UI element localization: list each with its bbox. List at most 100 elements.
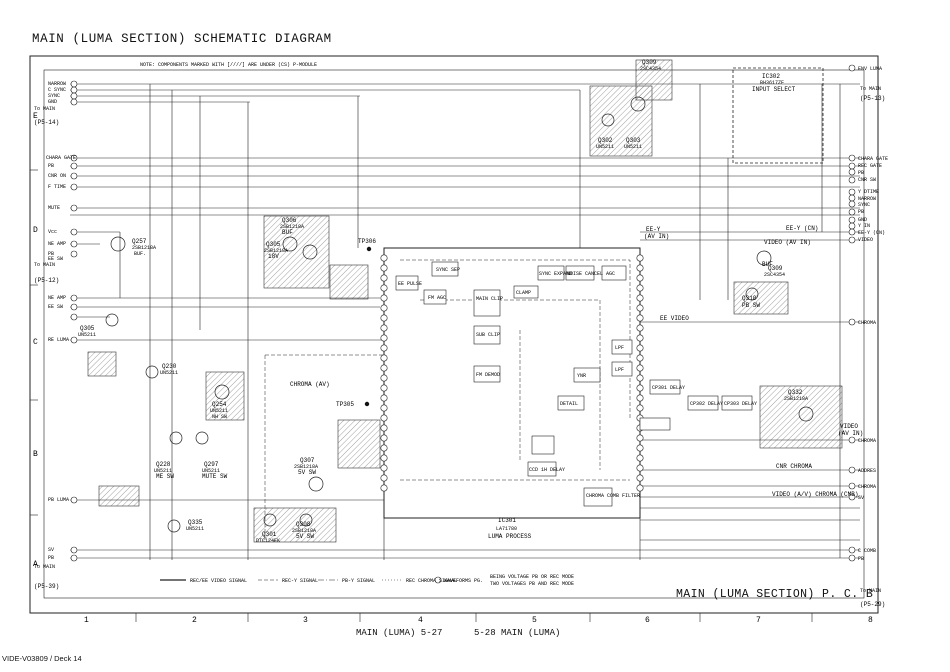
block-label: CP303 DELAY — [724, 401, 757, 407]
av-in-right-label: (AV IN) — [838, 430, 863, 437]
transistor-symbols — [105, 96, 814, 533]
left-connectors: NARROW C SYNC SYNC GND CHARA GATE PB CNR… — [34, 80, 78, 590]
left-signal-label: PB LUMA — [48, 497, 69, 503]
right-signal-label: GND — [858, 217, 867, 223]
block-label: EE PULSE — [398, 281, 422, 287]
left-signal-label: PB — [48, 251, 54, 257]
transistor-part: 2SC4354 — [640, 66, 661, 72]
connector-note: To MAIN — [860, 588, 881, 594]
connector-ref: (P5-13) — [860, 95, 885, 102]
row-label: C — [33, 338, 38, 347]
right-signal-label: Y DTIME — [858, 189, 879, 195]
footer-left: MAIN (LUMA) 5-27 — [356, 628, 443, 638]
transistor-part: 2SB1218A — [264, 248, 288, 254]
block-label: YNR — [577, 373, 586, 379]
transistor-ref: Q308 — [296, 521, 311, 528]
connector-ref: (P5-14) — [34, 119, 59, 126]
block-label: DETAIL — [560, 401, 578, 407]
connector-note: To MAIN — [34, 564, 55, 570]
transistor-func: 5V SW — [296, 533, 314, 540]
block-label: CLAMP — [516, 290, 531, 296]
right-signal-label: PB — [858, 556, 864, 562]
column-labels: 1 2 3 4 5 6 7 8 — [84, 616, 873, 625]
right-signal-label: REC GATE — [858, 163, 882, 169]
transistor-part: 2SB1218A — [294, 464, 318, 470]
block-label: FM AGC — [428, 295, 446, 301]
left-signal-label: Vcc — [48, 229, 57, 235]
row-label: D — [33, 226, 38, 235]
right-connectors: ENV LUMA CHARA GATE REC GATE PB CNR SW Y… — [848, 64, 888, 608]
block-label: CCD 1H DELAY — [529, 467, 565, 473]
transistor-ref: Q309 — [768, 265, 783, 272]
column-label: 1 — [84, 616, 89, 625]
transistor-part: DTC124EK — [256, 538, 280, 544]
transistor-part: UN5211 — [624, 144, 642, 150]
av-in-label: (AV IN) — [644, 233, 669, 240]
left-signal-label: PB — [48, 555, 54, 561]
transistor-ref: Q332 — [788, 389, 803, 396]
right-signal-label: SYNC — [858, 202, 870, 208]
right-signal-label: Y IN — [858, 223, 870, 229]
block-label: SYNC SEP — [436, 267, 460, 273]
transistor-ref: Q303 — [626, 137, 641, 144]
connector-ref: (P5-39) — [34, 583, 59, 590]
row-label: A — [33, 560, 38, 569]
right-signal-label: VIDEO — [858, 237, 873, 243]
left-signal-label: MUTE — [48, 205, 60, 211]
transistor-ref: Q310 — [742, 295, 757, 302]
block-label: NOISE CANCEL — [567, 271, 603, 277]
transistor-part: 2SC4354 — [764, 272, 785, 278]
right-signal-label: SV — [858, 495, 864, 501]
video-right-label: VIDEO — [840, 423, 858, 430]
annotations: TP306 TP305 CHROMA (AV) EE-Y (AV IN) EE-… — [290, 225, 863, 498]
legend-item: BEING VOLTAGE PB OR REC MODE — [490, 574, 574, 580]
legend-item: REC/EE VIDEO SIGNAL — [190, 578, 247, 584]
transistor-func: 5V SW — [298, 469, 316, 476]
right-signal-label: C COMB — [858, 548, 876, 554]
legend-item: REC-Y SIGNAL — [282, 578, 318, 584]
function-blocks — [395, 261, 753, 507]
cnr-chroma-label: CNR CHROMA — [776, 463, 812, 470]
transistor-ref: Q305 — [80, 325, 95, 332]
transistor-ref: Q301 — [262, 531, 277, 538]
legend: REC/EE VIDEO SIGNAL REC-Y SIGNAL PB-Y SI… — [160, 574, 574, 587]
left-signal-label: F TIME — [48, 184, 66, 190]
transistor-func: BUF. — [134, 251, 146, 257]
transistor-part: UN5211 — [202, 468, 220, 474]
right-signal-label: EE-Y (CN) — [858, 230, 885, 236]
hatched-modules — [87, 59, 843, 543]
bus-lines — [70, 83, 860, 559]
transistor-func: PB SW — [742, 302, 760, 309]
right-signal-label: CHARA GATE — [858, 156, 888, 162]
transistor-part: UN5211 — [78, 332, 96, 338]
block-label: CP301 DELAY — [652, 385, 685, 391]
connector-note: To MAIN — [860, 86, 881, 92]
ic302-function: INPUT SELECT — [752, 86, 796, 93]
left-signal-label: CHARA GATE — [46, 155, 76, 161]
ee-y-label: EE-Y — [646, 226, 661, 233]
block-label: AGC — [606, 271, 615, 277]
legend-item: REC CHROMA SIGNAL — [406, 578, 457, 584]
page-title: MAIN (LUMA SECTION) SCHEMATIC DIAGRAM — [32, 32, 332, 46]
transistor-func: NH SW — [212, 414, 227, 420]
transistor-part: UN5211 — [160, 370, 178, 376]
row-labels: E D C B A — [33, 112, 38, 569]
pcb-label: MAIN (LUMA SECTION) P. C. B — [676, 588, 874, 601]
column-label: 7 — [756, 616, 761, 625]
frame — [29, 55, 879, 622]
transistor-func: BUF — [282, 229, 293, 236]
transistor-part: 2SB1218A — [292, 528, 316, 534]
vertical-lines — [119, 84, 841, 560]
connector-ref: (P5-29) — [860, 601, 885, 608]
ic301-function: LUMA PROCESS — [488, 533, 532, 540]
left-signal-label: NE AMP — [48, 241, 66, 247]
function-block-labels: SYNC SEP EE PULSE FM AGC MAIN CLIP SUB C… — [398, 267, 757, 499]
tp305-label: TP305 — [336, 401, 354, 408]
ic301-ref: IC301 — [498, 517, 516, 524]
transistor-ref: Q254 — [212, 401, 227, 408]
ee-video-label: EE VIDEO — [660, 315, 689, 322]
block-label: LPF — [615, 345, 624, 351]
right-signal-label: ADDRES — [858, 468, 876, 474]
legend-item: WAVEFORMS PG. — [444, 578, 483, 584]
